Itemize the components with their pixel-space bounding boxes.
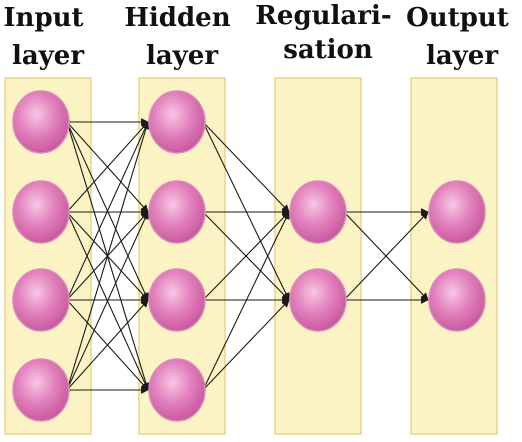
regularisation-layer-band — [274, 77, 362, 435]
input-layer-title: Input layer — [3, 3, 92, 71]
hidden-node-4 — [148, 358, 206, 422]
regularisation-layer-title-line2: sation — [283, 35, 373, 65]
edge-hidden-3-to-regularisation-1 — [202, 211, 290, 301]
edge-hidden-1-to-regularisation-2 — [202, 121, 290, 301]
output-layer-band — [410, 77, 498, 435]
hidden-layer-title-line2: layer — [146, 41, 218, 71]
input-node-3 — [12, 268, 70, 332]
connection-edges — [66, 118, 429, 394]
hidden-layer-title: Hidden layer — [124, 3, 239, 71]
hidden-node-3 — [148, 268, 206, 332]
network-nodes — [12, 90, 486, 422]
edge-input-4-to-hidden-1 — [66, 121, 150, 391]
hidden-node-2 — [148, 180, 206, 244]
edge-input-3-to-hidden-1 — [66, 121, 149, 301]
input-layer-title-line1: Input — [3, 3, 83, 33]
output-layer-title-line1: Output — [406, 3, 509, 33]
output-layer-title-line2: layer — [426, 41, 498, 71]
input-node-1 — [12, 90, 70, 154]
edge-regularisation-2-to-output-1 — [343, 211, 429, 301]
edge-hidden-4-to-regularisation-2 — [202, 299, 290, 391]
output-node-1 — [428, 180, 486, 244]
edge-input-2-to-hidden-1 — [66, 121, 149, 213]
edge-hidden-4-to-regularisation-1 — [202, 211, 290, 391]
edge-hidden-1-to-regularisation-1 — [202, 121, 290, 213]
output-layer-title: Output layer — [406, 3, 518, 71]
regularisation-node-2 — [289, 268, 347, 332]
edge-input-4-to-hidden-2 — [66, 211, 149, 391]
output-node-2 — [428, 268, 486, 332]
input-layer-title-line2: layer — [12, 41, 84, 71]
edge-input-4-to-hidden-3 — [66, 299, 149, 391]
regularisation-layer-title-line1: Regulari- — [255, 1, 391, 31]
hidden-layer-title-line1: Hidden — [124, 3, 230, 33]
input-node-4 — [12, 358, 70, 422]
regularisation-node-1 — [289, 180, 347, 244]
input-node-2 — [12, 180, 70, 244]
hidden-node-1 — [148, 90, 206, 154]
regularisation-layer-title: Regulari- sation — [255, 1, 400, 65]
